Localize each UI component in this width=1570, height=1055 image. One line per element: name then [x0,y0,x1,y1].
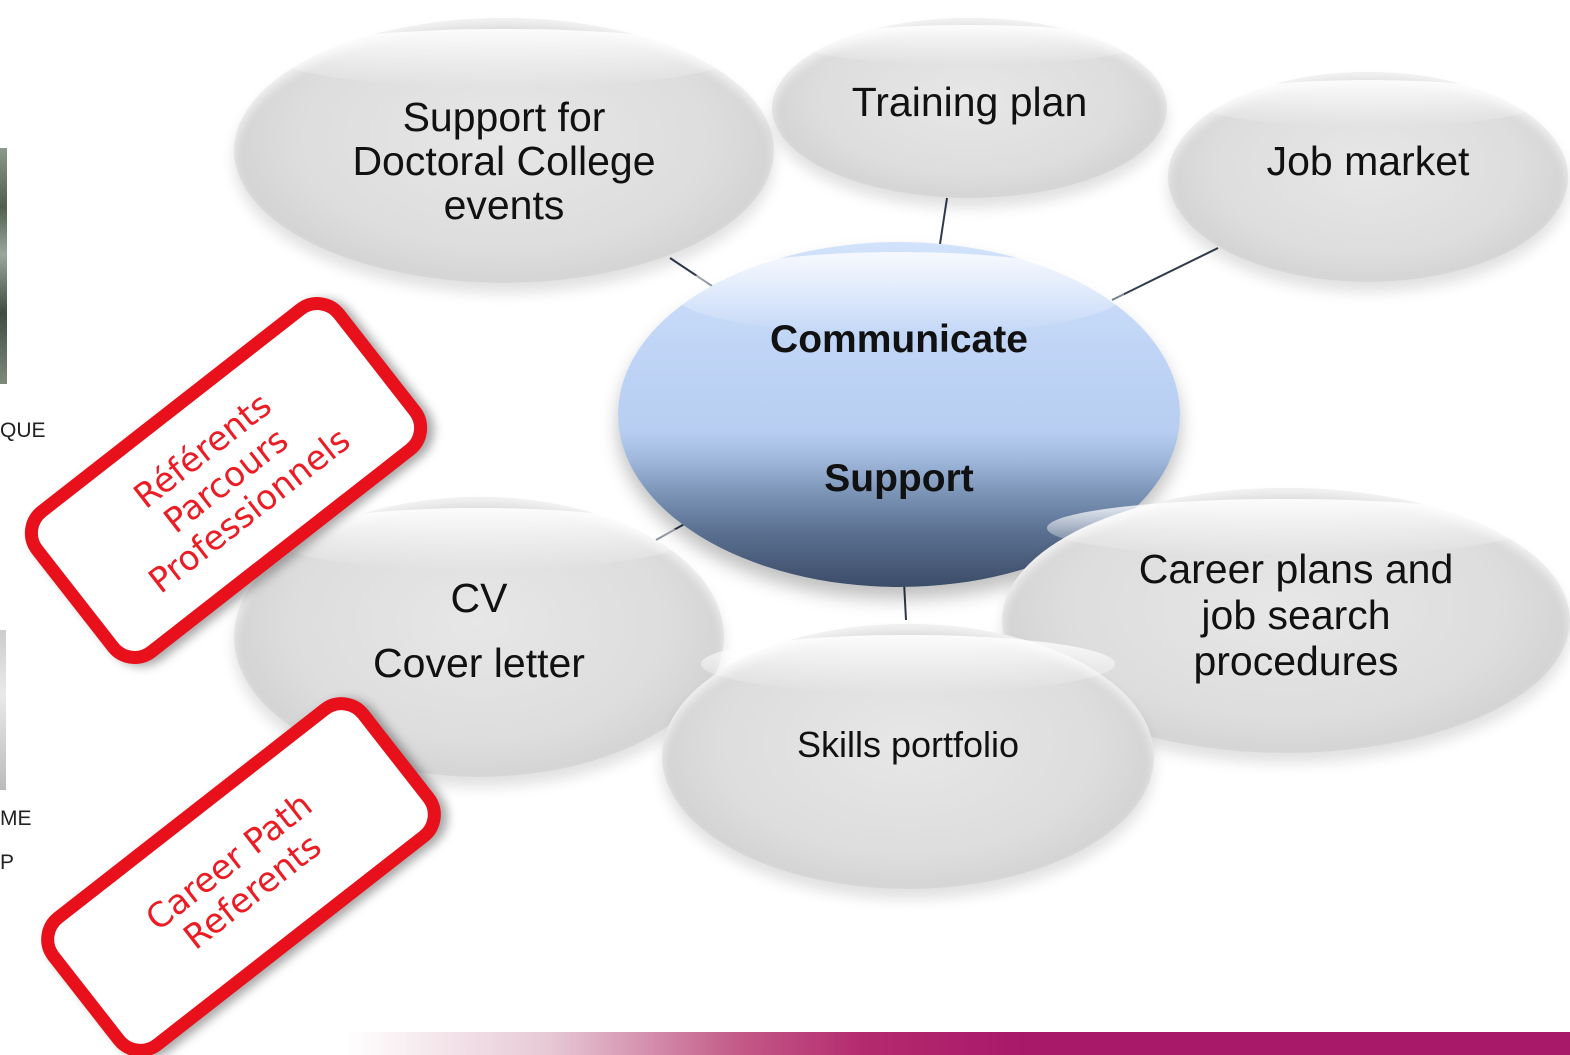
caption-fragment-top: QUE [0,419,46,442]
node-label: Career plans and job search procedures [1138,545,1454,684]
center-label-support: Support [824,457,974,500]
node-label: Training plan [851,78,1088,125]
node-job-market: Job market [1168,72,1568,282]
photo-fragment-top [0,148,7,384]
node-label: CV Cover letter [373,575,585,686]
bottom-banner [0,1032,1570,1055]
connector-skills [903,581,907,621]
node-doctoral-college-events: Support for Doctoral College events [234,18,774,283]
node-label: Skills portfolio [796,723,1020,765]
caption-fragment-bottom-2: P [0,851,15,874]
connector-job [1111,247,1219,301]
node-training-plan: Training plan [772,18,1167,198]
node-skills-portfolio: Skills portfolio [662,624,1154,889]
node-label: Support for Doctoral College events [352,93,656,228]
center-label-communicate: Communicate [770,318,1028,361]
photo-fragment-bottom [0,630,6,790]
caption-fragment-bottom-1: ME [0,807,32,830]
node-label: Job market [1266,137,1470,184]
connector-training [939,197,948,245]
node-cv-cover-letter: CV Cover letter [234,497,724,777]
